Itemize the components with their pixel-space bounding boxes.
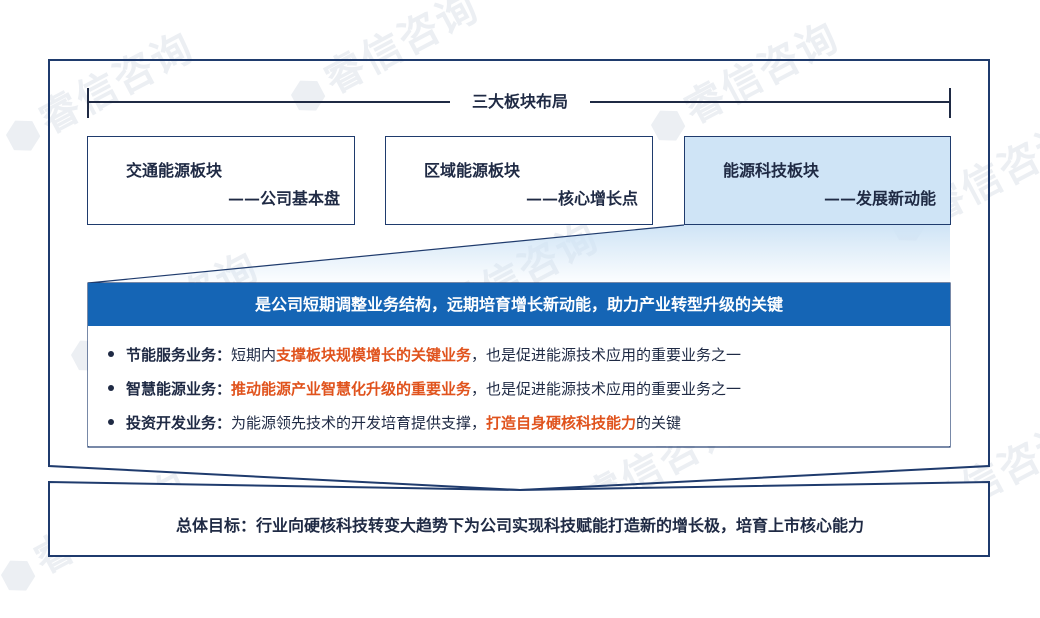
bullet-item-investment: 投资开发业务：为能源领先技术的开发培育提供支撑，打造自身硬核科技能力的关键: [108, 412, 681, 433]
bullet-label: 智慧能源业务：: [126, 380, 232, 398]
bullet-highlight: 打造自身硬核科技能力: [486, 414, 637, 432]
bullet-highlight: 推动能源产业智慧化升级的重要业务: [231, 380, 472, 398]
overall-goal: 总体目标：行业向硬核科技转变大趋势下为公司实现科技赋能打造新的增长极，培育上市核…: [175, 516, 864, 535]
bullet-text: ，也是促进能源技术应用的重要业务之一: [471, 346, 742, 364]
segment-regional-energy: 区域能源板块 ——核心增长点: [385, 136, 653, 225]
bullet-dot-icon: [108, 351, 114, 357]
segment-energy-tech: 能源科技板块 ——发展新动能: [684, 136, 951, 225]
segment-transport-energy: 交通能源板块 ——公司基本盘: [87, 136, 355, 225]
bullet-dot-icon: [108, 385, 114, 391]
segment-name: 能源科技板块: [723, 161, 820, 180]
bullet-text: 短期内: [231, 346, 277, 364]
funnel-edge: [87, 224, 685, 284]
bullet-text: 为能源领先技术的开发培育提供支撑，: [231, 414, 487, 432]
business-bullet-list: 节能服务业务：短期内支撑板块规模增长的关键业务，也是促进能源技术应用的重要业务之…: [88, 326, 950, 446]
bullet-text: 的关键: [636, 414, 682, 432]
segment-name: 交通能源板块: [126, 161, 223, 180]
bracket-tick-right: [949, 88, 951, 118]
bullet-label: 节能服务业务：: [126, 346, 232, 364]
segment-subtitle: ——核心增长点: [525, 189, 638, 208]
outer-frame-border: [48, 59, 990, 492]
bullet-item-energy-saving: 节能服务业务：短期内支撑板块规模增长的关键业务，也是促进能源技术应用的重要业务之…: [108, 344, 741, 365]
bullet-highlight: 支撑板块规模增长的关键业务: [276, 346, 472, 364]
bullet-text: ，也是促进能源技术应用的重要业务之一: [471, 380, 742, 398]
bullet-label: 投资开发业务：: [126, 414, 232, 432]
funnel-trapezoid: [88, 225, 950, 283]
bullet-item-smart-energy: 智慧能源业务：推动能源产业智慧化升级的重要业务，也是促进能源技术应用的重要业务之…: [108, 378, 741, 399]
segment-name: 区域能源板块: [424, 161, 521, 180]
section-title: 三大板块布局: [450, 90, 590, 114]
bracket-tick-left: [87, 88, 89, 118]
goal-box-border: [48, 480, 990, 557]
segment-subtitle: ——公司基本盘: [227, 189, 340, 208]
segment-subtitle: ——发展新动能: [823, 189, 936, 208]
bullet-dot-icon: [108, 419, 114, 425]
key-banner: 是公司短期调整业务结构，远期培育增长新动能，助力产业转型升级的关键: [88, 283, 950, 326]
